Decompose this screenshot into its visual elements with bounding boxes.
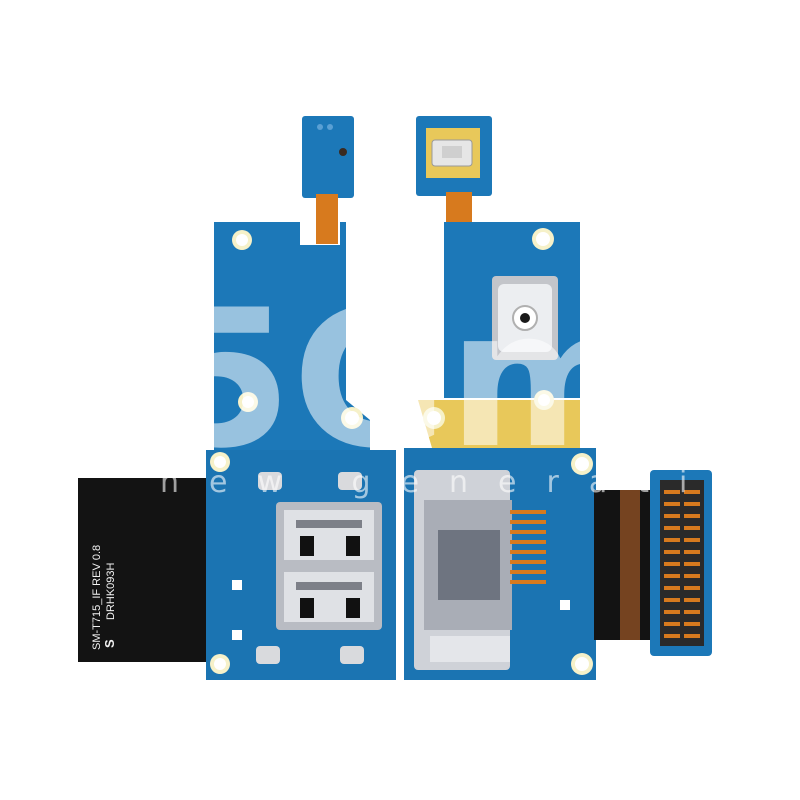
left-connector-shield xyxy=(276,502,382,630)
left-orange-ribbon xyxy=(316,194,338,244)
board-code-label: DRHK093H xyxy=(105,562,117,620)
board-to-board-connector xyxy=(650,470,712,656)
left-flex-board: SM-T715_IF REV 0.8 DRHK093H S xyxy=(78,116,396,680)
board-model-label: SM-T715_IF REV 0.8 xyxy=(91,545,103,650)
samsung-logo-icon: S xyxy=(102,639,117,648)
usb-charging-connector xyxy=(414,470,546,670)
left-mic-tab xyxy=(302,116,354,198)
watermark: 5Gm new generation xyxy=(160,269,800,500)
push-button-component xyxy=(492,276,558,360)
mic-hole-icon xyxy=(339,148,347,156)
right-flex-board xyxy=(404,116,712,680)
right-gold-plate xyxy=(418,400,580,448)
watermark-tagline: new generation xyxy=(160,465,800,500)
watermark-logo: 5Gm xyxy=(160,269,646,490)
left-silkscreen: SM-T715_IF REV 0.8 DRHK093H S xyxy=(91,545,117,650)
left-black-flex-cable xyxy=(78,478,210,662)
